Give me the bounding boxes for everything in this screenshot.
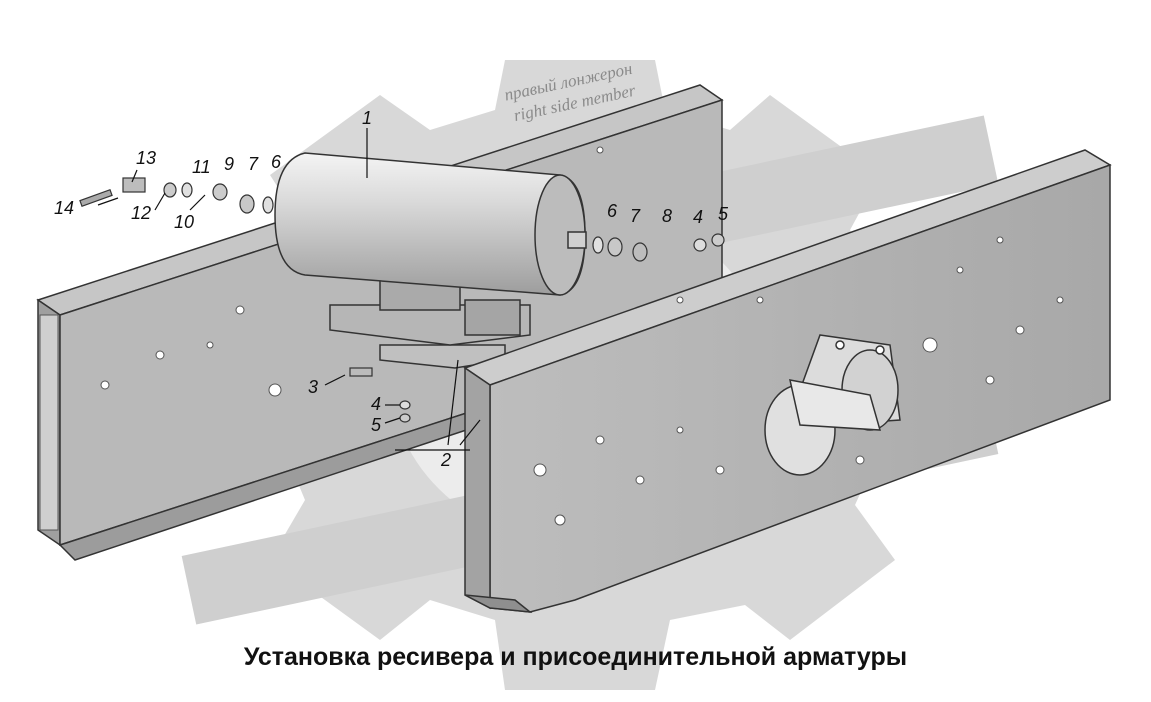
callout-1: 1 [362, 108, 372, 128]
callout-2: 2 [440, 450, 451, 470]
callout-8: 8 [662, 206, 672, 226]
callout-9: 9 [224, 154, 234, 174]
callout-4: 4 [371, 394, 381, 414]
callout-3: 3 [308, 377, 318, 397]
callout-10: 10 [174, 212, 194, 232]
callout-6: 6 [271, 152, 282, 172]
spring-bracket [764, 334, 901, 476]
callout-5b: 5 [718, 204, 729, 224]
rail-holes [100, 146, 1064, 526]
callout-13: 13 [136, 148, 156, 168]
callout-7b: 7 [630, 206, 641, 226]
mounting-brackets [329, 279, 531, 369]
callouts: 1 2 3 4 5 4 5 6 7 8 6 7 9 10 11 12 13 14 [54, 108, 729, 470]
callout-12: 12 [131, 203, 151, 223]
callout-7: 7 [248, 154, 259, 174]
air-receiver-tank [274, 152, 587, 296]
callout-6b: 6 [607, 201, 618, 221]
callout-4b: 4 [693, 207, 703, 227]
callout-5: 5 [371, 415, 382, 435]
fittings [79, 177, 725, 423]
figure-caption: Установка ресивера и присоединительной а… [243, 643, 908, 671]
callout-11: 11 [192, 157, 211, 177]
leader-lines [97, 128, 481, 451]
callout-14: 14 [54, 198, 74, 218]
